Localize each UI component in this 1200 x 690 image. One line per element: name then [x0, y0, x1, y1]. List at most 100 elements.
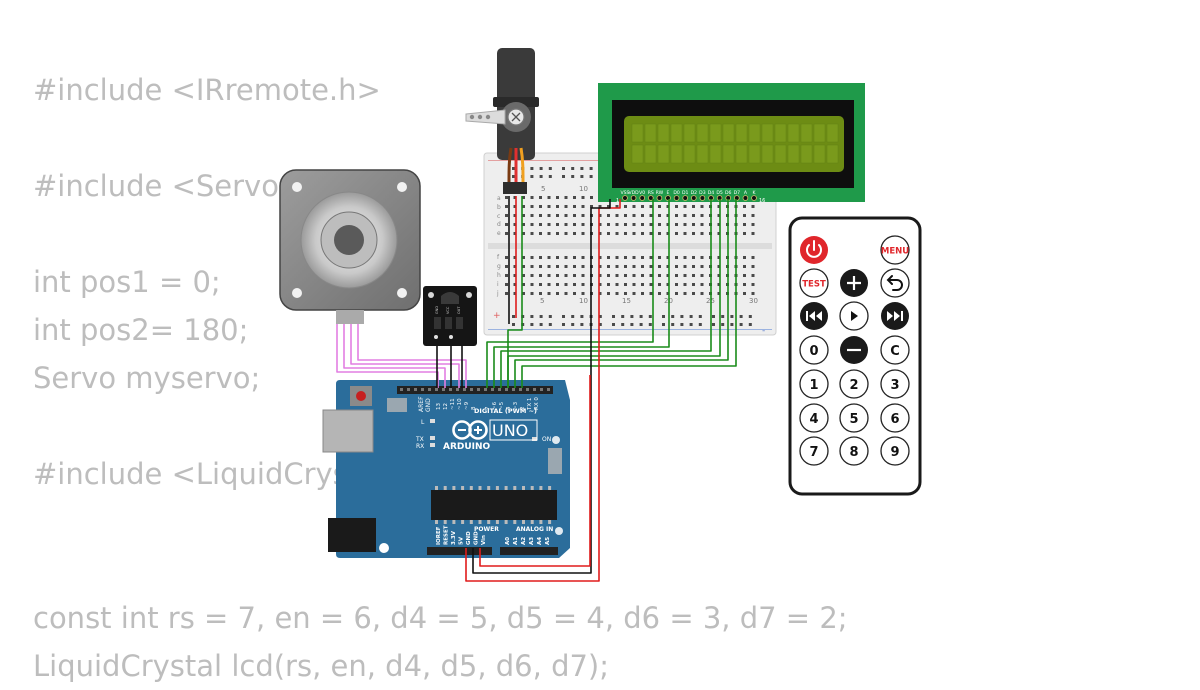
digital-pin-label: ~3 — [513, 401, 519, 410]
breadboard-row-label: d — [497, 221, 501, 228]
rx-led-label: RX — [416, 443, 424, 450]
remote-power-button[interactable] — [800, 236, 828, 264]
remote-key-c[interactable]: C — [880, 335, 910, 365]
breadboard-col-label: 5 — [541, 185, 545, 193]
lcd-pin-label: RS — [648, 190, 654, 196]
wires — [336, 196, 737, 582]
reset-button[interactable] — [356, 391, 366, 401]
remote-key-8[interactable]: 8 — [839, 436, 869, 466]
remote-key-3[interactable]: 3 — [880, 369, 910, 399]
analog-pin-label: A3 — [529, 537, 535, 545]
ir-receiver: GND VCC OUT — [423, 286, 477, 346]
arduino-brand-label: ARDUINO — [443, 442, 491, 452]
svg-text:8: 8 — [849, 445, 858, 460]
remote-menu-label: MENU — [881, 247, 909, 257]
remote-back-button[interactable] — [880, 268, 910, 298]
power-pin-label: 5V — [459, 536, 465, 545]
digital-pin-label: ~9 — [464, 401, 470, 410]
back-arrow-icon — [886, 275, 903, 291]
digital-pin-label: 2 — [520, 407, 526, 411]
remote-key-4[interactable]: 4 — [799, 403, 829, 433]
ir-pin-label-gnd: GND — [435, 306, 439, 314]
power-section-label: POWER — [474, 526, 499, 533]
breadboard-col-label: 15 — [622, 297, 631, 305]
digital-pin-label: ~11 — [450, 398, 456, 410]
remote-test-label: TEST — [802, 280, 826, 290]
remote-key-6[interactable]: 6 — [880, 403, 910, 433]
skip-back-icon — [806, 311, 822, 321]
remote-key-5[interactable]: 5 — [839, 403, 869, 433]
remote-key-1[interactable]: 1 — [799, 369, 829, 399]
lcd-pin-label: D5 — [716, 190, 723, 196]
ir-pin-label-out: OUT — [457, 306, 461, 314]
power-header — [427, 547, 492, 555]
servo-motor — [465, 48, 539, 194]
svg-text:C: C — [890, 344, 900, 359]
breadboard-row-label: h — [497, 272, 501, 279]
analog-pin-label: A1 — [513, 537, 519, 545]
remote-plus-button[interactable] — [840, 269, 868, 297]
breadboard-row-label: a — [497, 195, 501, 202]
digital-pin-label: ~6 — [492, 401, 498, 410]
remote-next-button[interactable] — [881, 302, 909, 330]
servo-horn — [465, 109, 506, 125]
gnd-label: GND — [425, 398, 432, 412]
power-pin-label: 3.3V — [451, 530, 457, 545]
5v-power-wire — [465, 199, 621, 582]
analog-pin-label: A2 — [521, 537, 527, 545]
code-line: Servo myservo; — [33, 361, 261, 395]
remote-key-9[interactable]: 9 — [880, 436, 910, 466]
svg-text:6: 6 — [890, 412, 899, 427]
analog-pin-label: A4 — [537, 537, 543, 545]
lcd-pin-label: VDD — [628, 190, 639, 196]
remote-key-2[interactable]: 2 — [839, 369, 869, 399]
play-icon — [851, 311, 858, 321]
stepper-motor — [279, 169, 421, 324]
lcd-pin-label: D2 — [691, 190, 698, 196]
digital-pin-label: 8 — [471, 406, 477, 410]
power-jack — [328, 518, 376, 552]
power-icon — [806, 240, 822, 258]
code-line: LiquidCrystal lcd(rs, en, d4, d5, d6, d7… — [33, 649, 610, 683]
remote-key-7[interactable]: 7 — [799, 436, 829, 466]
lcd-pin-label: E — [667, 190, 670, 196]
svg-text:0: 0 — [809, 344, 818, 359]
digital-header — [397, 386, 553, 394]
digital-pin-label: 4 — [506, 406, 512, 410]
code-line: int pos2= 180; — [33, 313, 249, 347]
remote-key-0[interactable]: 0 — [799, 335, 829, 365]
svg-text:4: 4 — [809, 412, 818, 427]
analog-section-label: ANALOG IN — [516, 526, 553, 533]
breadboard-row-label: i — [497, 281, 499, 288]
remote-test-button[interactable]: TEST — [799, 268, 829, 298]
remote-minus-button[interactable] — [840, 336, 868, 364]
gnd-power-wire — [472, 199, 611, 574]
svg-text:2: 2 — [849, 378, 858, 393]
ir-receiver-board — [423, 286, 477, 346]
digital-pin-label: 13 — [436, 403, 442, 410]
plus-icon — [847, 276, 861, 290]
digital-section-label: DIGITAL (PWM ~) — [474, 407, 537, 415]
lcd-pin-label: A — [744, 190, 748, 196]
power-pin-label: RESET — [444, 525, 450, 545]
remote-menu-button[interactable]: MENU — [880, 235, 910, 265]
breadboard-row-label: b — [497, 204, 501, 211]
breadboard-row-label: g — [497, 263, 501, 270]
breadboard-row-label: e — [497, 230, 501, 237]
remote-play-button[interactable] — [839, 301, 869, 331]
l-led-label: L — [421, 419, 425, 426]
lcd-pin-label: D4 — [708, 190, 715, 196]
aref-label: AREF — [418, 396, 425, 412]
lcd-pin-label: V0 — [639, 190, 645, 196]
ir-remote: MENU TEST — [788, 216, 922, 496]
remote-prev-button[interactable] — [800, 302, 828, 330]
on-led-label: ON — [542, 436, 551, 443]
stepper-shaft — [334, 225, 364, 255]
svg-text:1: 1 — [809, 378, 818, 393]
circuit-diagram: 5 10 5 10 15 20 25 30 a b c d e f g h i … — [279, 48, 922, 582]
ir-pin-label-vcc: VCC — [446, 306, 450, 314]
lcd-pin-label: D0 — [673, 190, 680, 196]
